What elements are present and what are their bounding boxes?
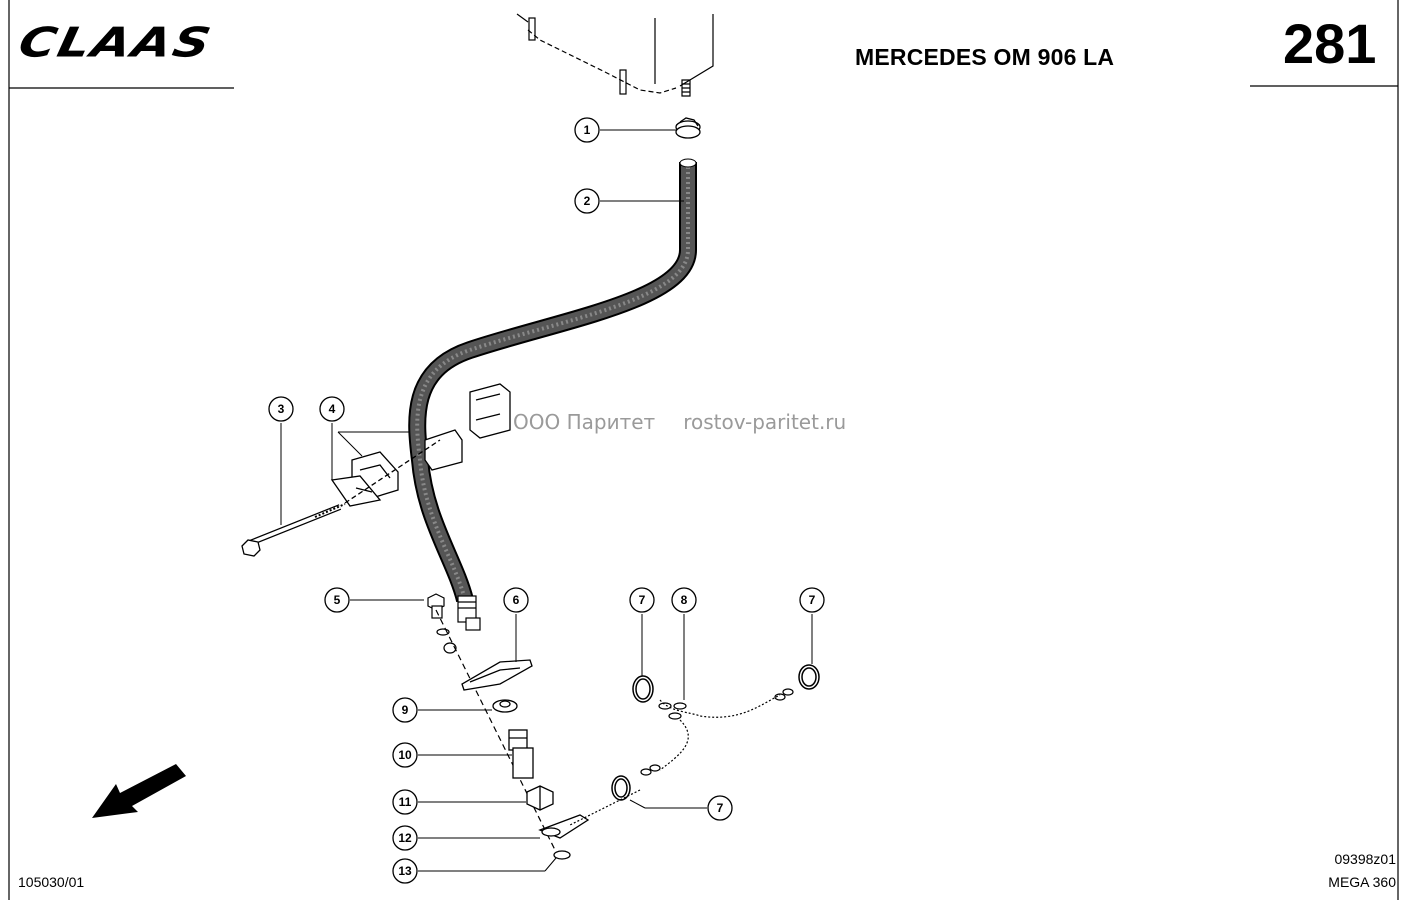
callout-12-circle — [392, 825, 418, 851]
part-9-washer — [492, 699, 518, 713]
part-4-clips — [330, 383, 511, 507]
footer-left-code: 105030/01 — [18, 874, 85, 890]
part-3-bolt — [241, 439, 441, 557]
part-1-clamp — [675, 117, 701, 139]
callout-5-circle — [324, 587, 350, 613]
callout-7a-circle — [629, 587, 655, 613]
callout-7c-label: 7 — [717, 801, 724, 815]
callout-13-label: 13 — [398, 864, 412, 878]
footer-model: MEGA 360 — [1328, 874, 1396, 890]
leader-lines — [280, 129, 813, 872]
part-5-bolt — [427, 593, 561, 861]
part-10-adapter — [508, 729, 534, 779]
part-12-ring — [538, 814, 590, 839]
callout-7b-label: 7 — [809, 593, 816, 607]
callout-8-circle — [671, 587, 697, 613]
callout-6-label: 6 — [513, 593, 520, 607]
callout-2-circle — [574, 188, 600, 214]
direction-arrow-icon — [92, 764, 186, 818]
watermark-site: rostov-paritet.ru — [683, 410, 847, 434]
callout-1-label: 1 — [584, 123, 591, 137]
callout-7c-circle — [707, 795, 733, 821]
watermark-company: ООО Паритет — [513, 410, 656, 434]
callout-4-circle — [319, 396, 345, 422]
page-number: 281 — [1283, 12, 1377, 75]
page-title: MERCEDES OM 906 LA — [855, 44, 1115, 70]
callout-9-label: 9 — [402, 703, 409, 717]
part-8-chain — [569, 688, 794, 826]
callout-3-circle — [268, 396, 294, 422]
part-2-hose — [408, 158, 697, 603]
part-13-oring — [553, 850, 571, 860]
callout-13-circle — [392, 858, 418, 884]
callout-8-label: 8 — [681, 593, 688, 607]
callout-10-circle — [392, 742, 418, 768]
callout-2-label: 2 — [584, 194, 591, 208]
fuel-tank — [516, 13, 714, 97]
part-7-orings — [611, 664, 820, 801]
callout-10-label: 10 — [398, 748, 412, 762]
footer-drawing-code: 09398z01 — [1334, 851, 1396, 867]
callout-5-label: 5 — [334, 593, 341, 607]
part-11-nut — [526, 785, 554, 811]
part-6-plate — [461, 659, 533, 691]
callout-7a-label: 7 — [639, 593, 646, 607]
callout-4-label: 4 — [329, 402, 336, 416]
callout-labels: 1 2 3 4 5 6 7 8 7 9 10 11 12 13 7 — [278, 123, 816, 878]
watermark: ООО Паритет rostov-paritet.ru — [513, 410, 874, 434]
brand-logo: CLAAS — [14, 18, 217, 67]
callouts — [268, 117, 825, 884]
hose-end-fitting — [457, 595, 481, 631]
callout-11-label: 11 — [399, 795, 412, 809]
callout-12-label: 12 — [398, 831, 412, 845]
callout-9-circle — [392, 697, 418, 723]
callout-11-circle — [392, 789, 418, 815]
callout-6-circle — [503, 587, 529, 613]
callout-7b-circle — [799, 587, 825, 613]
callout-3-label: 3 — [278, 402, 285, 416]
callout-1-circle — [574, 117, 600, 143]
